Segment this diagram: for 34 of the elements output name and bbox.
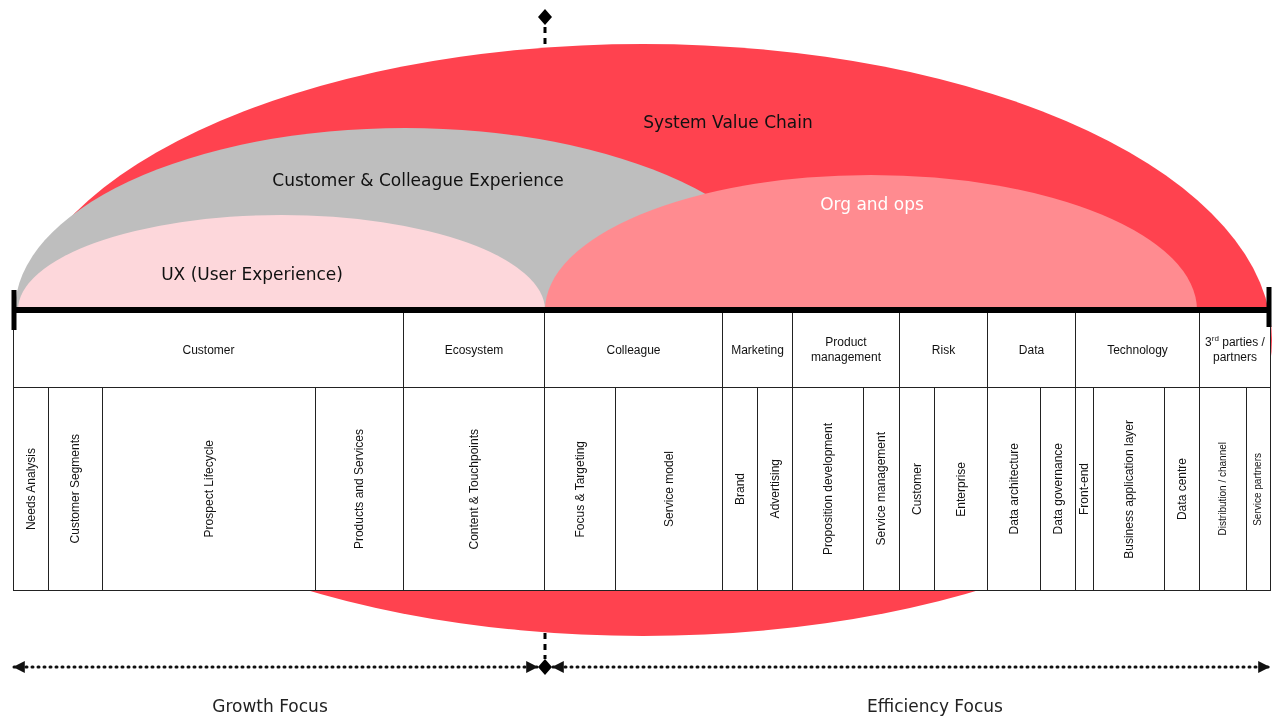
region-label: UX (User Experience) (161, 264, 343, 284)
table-cell: Data architecture (987, 387, 1041, 591)
column-header: Customer (13, 312, 404, 388)
table-cell: Brand (722, 387, 758, 591)
column-header: Ecosystem (403, 312, 545, 388)
table-cell: Enterprise (934, 387, 988, 591)
column-header: Technology (1075, 312, 1200, 388)
table-cell: Customer Segments (48, 387, 103, 591)
region-label: System Value Chain (643, 112, 813, 132)
column-header: Colleague (544, 312, 723, 388)
table-cell: Prospect Lifecycle (102, 387, 316, 591)
table-cell: Needs Analysis (13, 387, 49, 591)
column-header: Product management (792, 312, 900, 388)
focus-label: Growth Focus (212, 696, 328, 716)
table-cell: Content & Touchpoints (403, 387, 545, 591)
table-cell: Products and Services (315, 387, 404, 591)
column-header: Marketing (722, 312, 793, 388)
table-cell: Service management (863, 387, 900, 591)
column-header: 3$^{rd}$ parties / partners (1199, 312, 1271, 388)
table-cell: Service model (615, 387, 723, 591)
table-cell: Proposition development (792, 387, 864, 591)
region-label: Customer & Colleague Experience (272, 170, 564, 190)
table-cell: Customer (899, 387, 935, 591)
table-cell: Data governance (1040, 387, 1076, 591)
region-label: Org and ops (820, 194, 924, 214)
focus-label: Efficiency Focus (867, 696, 1003, 716)
table-cell: Distribution / channel (1199, 387, 1247, 591)
column-header: Data (987, 312, 1076, 388)
column-header: Risk (899, 312, 988, 388)
table-cell: Focus & Targeting (544, 387, 616, 591)
table-cell: Advertising (757, 387, 793, 591)
table-cell: Data centre (1164, 387, 1200, 591)
table-cell: Business application layer (1093, 387, 1165, 591)
table-cell: Service partners (1246, 387, 1271, 591)
